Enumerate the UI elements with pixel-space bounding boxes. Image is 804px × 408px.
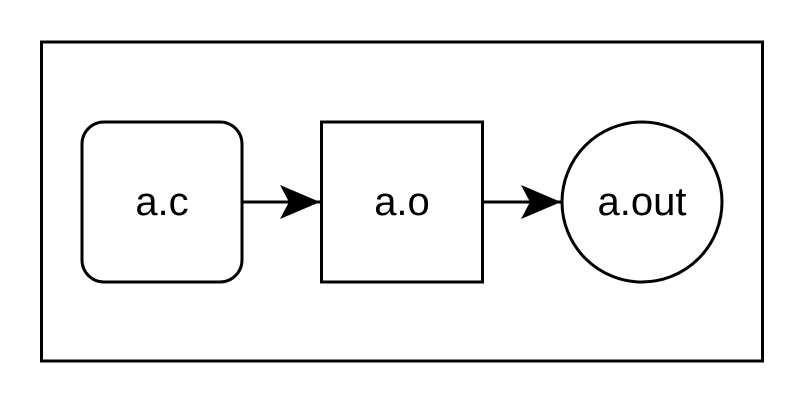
node-object-label: a.o [374, 180, 430, 224]
node-source-label: a.c [135, 180, 188, 224]
container-frame [40, 40, 764, 363]
node-source: a.c [80, 120, 244, 284]
node-executable-label: a.out [598, 180, 687, 224]
node-executable-shape [560, 120, 724, 284]
node-source-shape [80, 120, 244, 284]
node-executable: a.out [560, 120, 724, 284]
node-object: a.o [320, 120, 484, 284]
node-object-shape [320, 120, 484, 284]
